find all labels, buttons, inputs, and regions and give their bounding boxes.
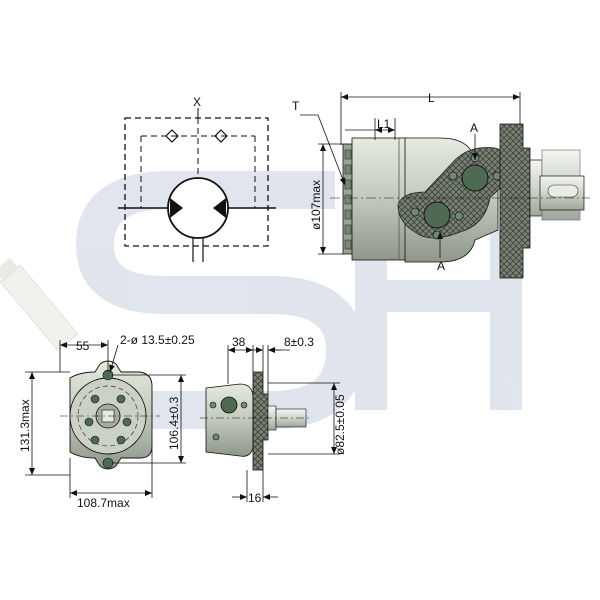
hydraulic-motor-symbol (118, 108, 276, 262)
flange-view-dimensions (227, 345, 340, 502)
dim-16-label: 16 (248, 491, 262, 505)
port-t-label: T (292, 99, 300, 113)
port-a-top-label: A (470, 121, 478, 135)
diameter-107-label: ø107max (309, 180, 323, 230)
dim-8-label: 8±0.3 (284, 335, 314, 349)
length-l1-label: L1 (377, 117, 391, 131)
motor-flange-view (200, 371, 310, 471)
motor-side-view (330, 123, 590, 279)
dim-131-label: 131.3max (18, 399, 32, 452)
schematic-x-label: X (193, 95, 201, 109)
side-view-dimensions (300, 92, 521, 258)
dim-55-label: 55 (76, 339, 90, 353)
dim-38-label: 38 (232, 335, 246, 349)
front-view-dimensions (25, 340, 186, 498)
motor-front-view (60, 360, 160, 470)
dim-108-label: 108.7max (77, 496, 130, 510)
length-l-label: L (428, 91, 435, 105)
dim-82-label: ø82.5±0.05 (333, 394, 347, 455)
port-a-bottom-label: A (437, 259, 445, 273)
dim-106-label: 106.4±0.3 (167, 396, 181, 450)
dim-holes-label: 2-ø 13.5±0.25 (120, 333, 195, 347)
